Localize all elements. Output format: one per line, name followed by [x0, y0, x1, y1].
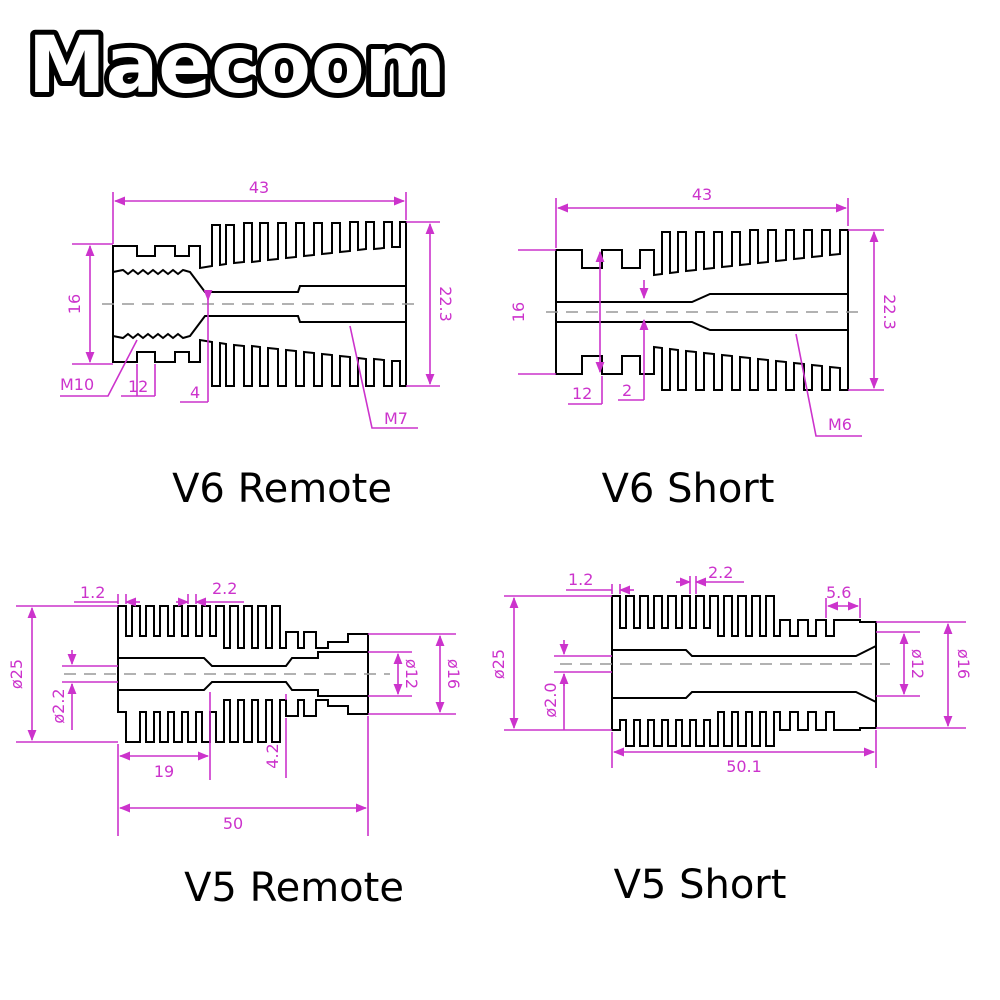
diagram-v6-remote: 43 16 22.3 M10 12 4 M7 V6 Remote [60, 178, 455, 512]
v5-remote-dim-outer-dia: ø25 [7, 659, 26, 689]
v5-short-dim-fin-gap: 1.2 [568, 570, 593, 589]
v5-short-dim-bore-dia: ø2.0 [541, 682, 560, 717]
caption-v6-remote: V6 Remote [172, 466, 392, 512]
v6-remote-dim-length: 43 [249, 178, 269, 197]
v5-remote-dim-bore-len: 19 [154, 762, 174, 781]
diagram-v5-short: 1.2 2.2 5.6 ø25 ø2.0 ø12 ø16 50.1 V5 Sho… [489, 563, 973, 908]
v6-short-dim-height: 16 [509, 302, 528, 322]
v5-remote-dim-fin-gap: 1.2 [80, 583, 105, 602]
v5-short-dim-collar: 5.6 [826, 583, 851, 602]
v6-remote-dim-fin-height: 22.3 [436, 286, 455, 322]
diagram-v6-short: 43 16 22.3 12 2 M6 V6 Short [509, 185, 899, 512]
v5-short-bore [612, 645, 877, 703]
v5-short-dim-neck-dia: ø12 [908, 649, 927, 679]
v6-remote-dim-thread-out: M7 [384, 409, 408, 428]
v5-remote-dim-head-dia: ø16 [444, 659, 463, 689]
v5-remote-dim-bore-dia: ø2.2 [49, 688, 68, 723]
v6-short-dim-gap: 2 [622, 381, 632, 400]
v6-short-dim-length: 43 [692, 185, 712, 204]
v5-short-dim-head-dia: ø16 [954, 649, 973, 679]
v6-short-dim-fin-height: 22.3 [880, 294, 899, 330]
v5-short-outline [611, 595, 877, 747]
v5-remote-dim-step: 4.2 [263, 743, 282, 768]
v5-remote-dim-length: 50 [223, 814, 243, 833]
v5-short-dim-length: 50.1 [726, 757, 762, 776]
caption-v5-short: V5 Short [614, 862, 787, 908]
v6-remote-dim-thread-in: M10 [60, 375, 94, 394]
v5-remote-dim-neck-dia: ø12 [402, 659, 421, 689]
v6-remote-dim-thread-len: 12 [128, 377, 148, 396]
caption-v5-remote: V5 Remote [184, 865, 404, 911]
diagram-v5-remote: 1.2 2.2 ø25 ø2.2 ø12 ø16 19 4.2 50 V5 Re… [7, 579, 463, 911]
v5-short-dim-outer-dia: ø25 [489, 649, 508, 679]
v6-short-bore [556, 293, 848, 331]
v6-remote-dim-height: 16 [65, 294, 84, 314]
v6-short-dim-flange: 12 [572, 384, 592, 403]
v6-remote-dim-gap: 4 [190, 383, 200, 402]
brand-logo: Maecoom [28, 21, 446, 111]
v5-remote-bore [118, 651, 368, 697]
v5-remote-dim-fin-width: 2.2 [212, 579, 237, 598]
caption-v6-short: V6 Short [602, 466, 775, 512]
v6-short-dim-thread-out: M6 [828, 415, 852, 434]
v5-short-dim-fin-width: 2.2 [708, 563, 733, 582]
